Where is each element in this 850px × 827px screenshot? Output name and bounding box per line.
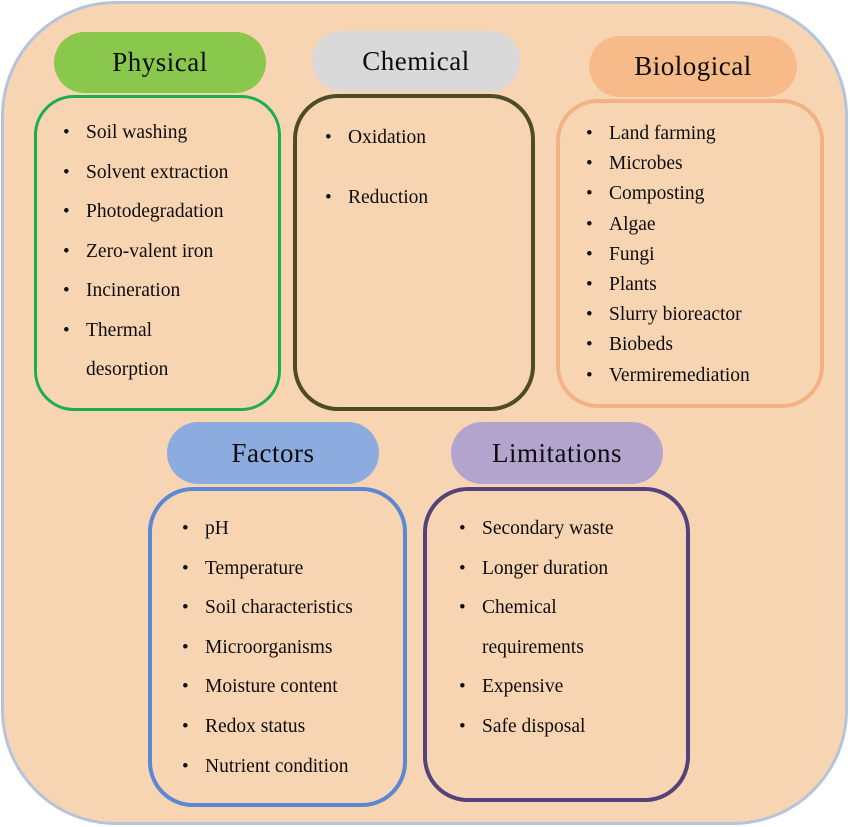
header-label-biological: Biological <box>634 51 752 81</box>
list-item: Safe disposal <box>455 707 676 747</box>
list-item: Photodegradation <box>59 192 268 232</box>
list-item: Algae <box>582 210 812 240</box>
header-pill-limitations: Limitations <box>451 422 663 484</box>
header-pill-chemical: Chemical <box>312 31 520 91</box>
list-item: Land farming <box>582 119 812 149</box>
list-item: Chemical requirements <box>455 588 676 667</box>
list-item: Reduction <box>321 178 521 217</box>
list-item: Soil characteristics <box>178 588 393 628</box>
list-limitations: Secondary wasteLonger durationChemical r… <box>427 491 686 746</box>
header-pill-biological: Biological <box>589 36 797 97</box>
list-item: Composting <box>582 179 812 209</box>
list-item: Zero-valent iron <box>59 232 268 272</box>
list-item: Secondary waste <box>455 509 676 549</box>
list-item: Fungi <box>582 240 812 270</box>
list-item: Plants <box>582 270 812 300</box>
list-item: Vermiremediation <box>582 361 812 391</box>
list-item: Solvent extraction <box>59 153 268 193</box>
list-item: Thermal desorption <box>59 311 268 390</box>
list-box-factors: pHTemperatureSoil characteristicsMicroor… <box>148 487 407 807</box>
list-item: Temperature <box>178 549 393 589</box>
list-chemical: OxidationReduction <box>297 98 531 217</box>
header-pill-factors: Factors <box>167 422 379 484</box>
list-physical: Soil washingSolvent extractionPhotodegra… <box>37 98 278 390</box>
list-box-chemical: OxidationReduction <box>293 94 535 411</box>
list-item: Soil washing <box>59 113 268 153</box>
list-box-physical: Soil washingSolvent extractionPhotodegra… <box>34 95 281 411</box>
list-item: Oxidation <box>321 118 521 157</box>
list-item: Slurry bioreactor <box>582 300 812 330</box>
list-item: Longer duration <box>455 549 676 589</box>
list-biological: Land farmingMicrobesCompostingAlgaeFungi… <box>560 103 820 391</box>
list-item: Moisture content <box>178 667 393 707</box>
header-pill-physical: Physical <box>54 32 266 93</box>
header-label-limitations: Limitations <box>492 437 622 468</box>
list-item: Incineration <box>59 271 268 311</box>
list-item: Nutrient condition <box>178 747 393 787</box>
list-item: Microorganisms <box>178 628 393 668</box>
header-label-chemical: Chemical <box>362 45 470 76</box>
list-item: Biobeds <box>582 330 812 360</box>
list-box-limitations: Secondary wasteLonger durationChemical r… <box>423 487 690 802</box>
header-label-physical: Physical <box>112 47 208 77</box>
list-factors: pHTemperatureSoil characteristicsMicroor… <box>152 491 403 786</box>
list-item: Expensive <box>455 667 676 707</box>
list-box-biological: Land farmingMicrobesCompostingAlgaeFungi… <box>556 99 824 408</box>
list-item: Redox status <box>178 707 393 747</box>
list-item: pH <box>178 509 393 549</box>
header-label-factors: Factors <box>231 437 315 468</box>
list-item: Microbes <box>582 149 812 179</box>
